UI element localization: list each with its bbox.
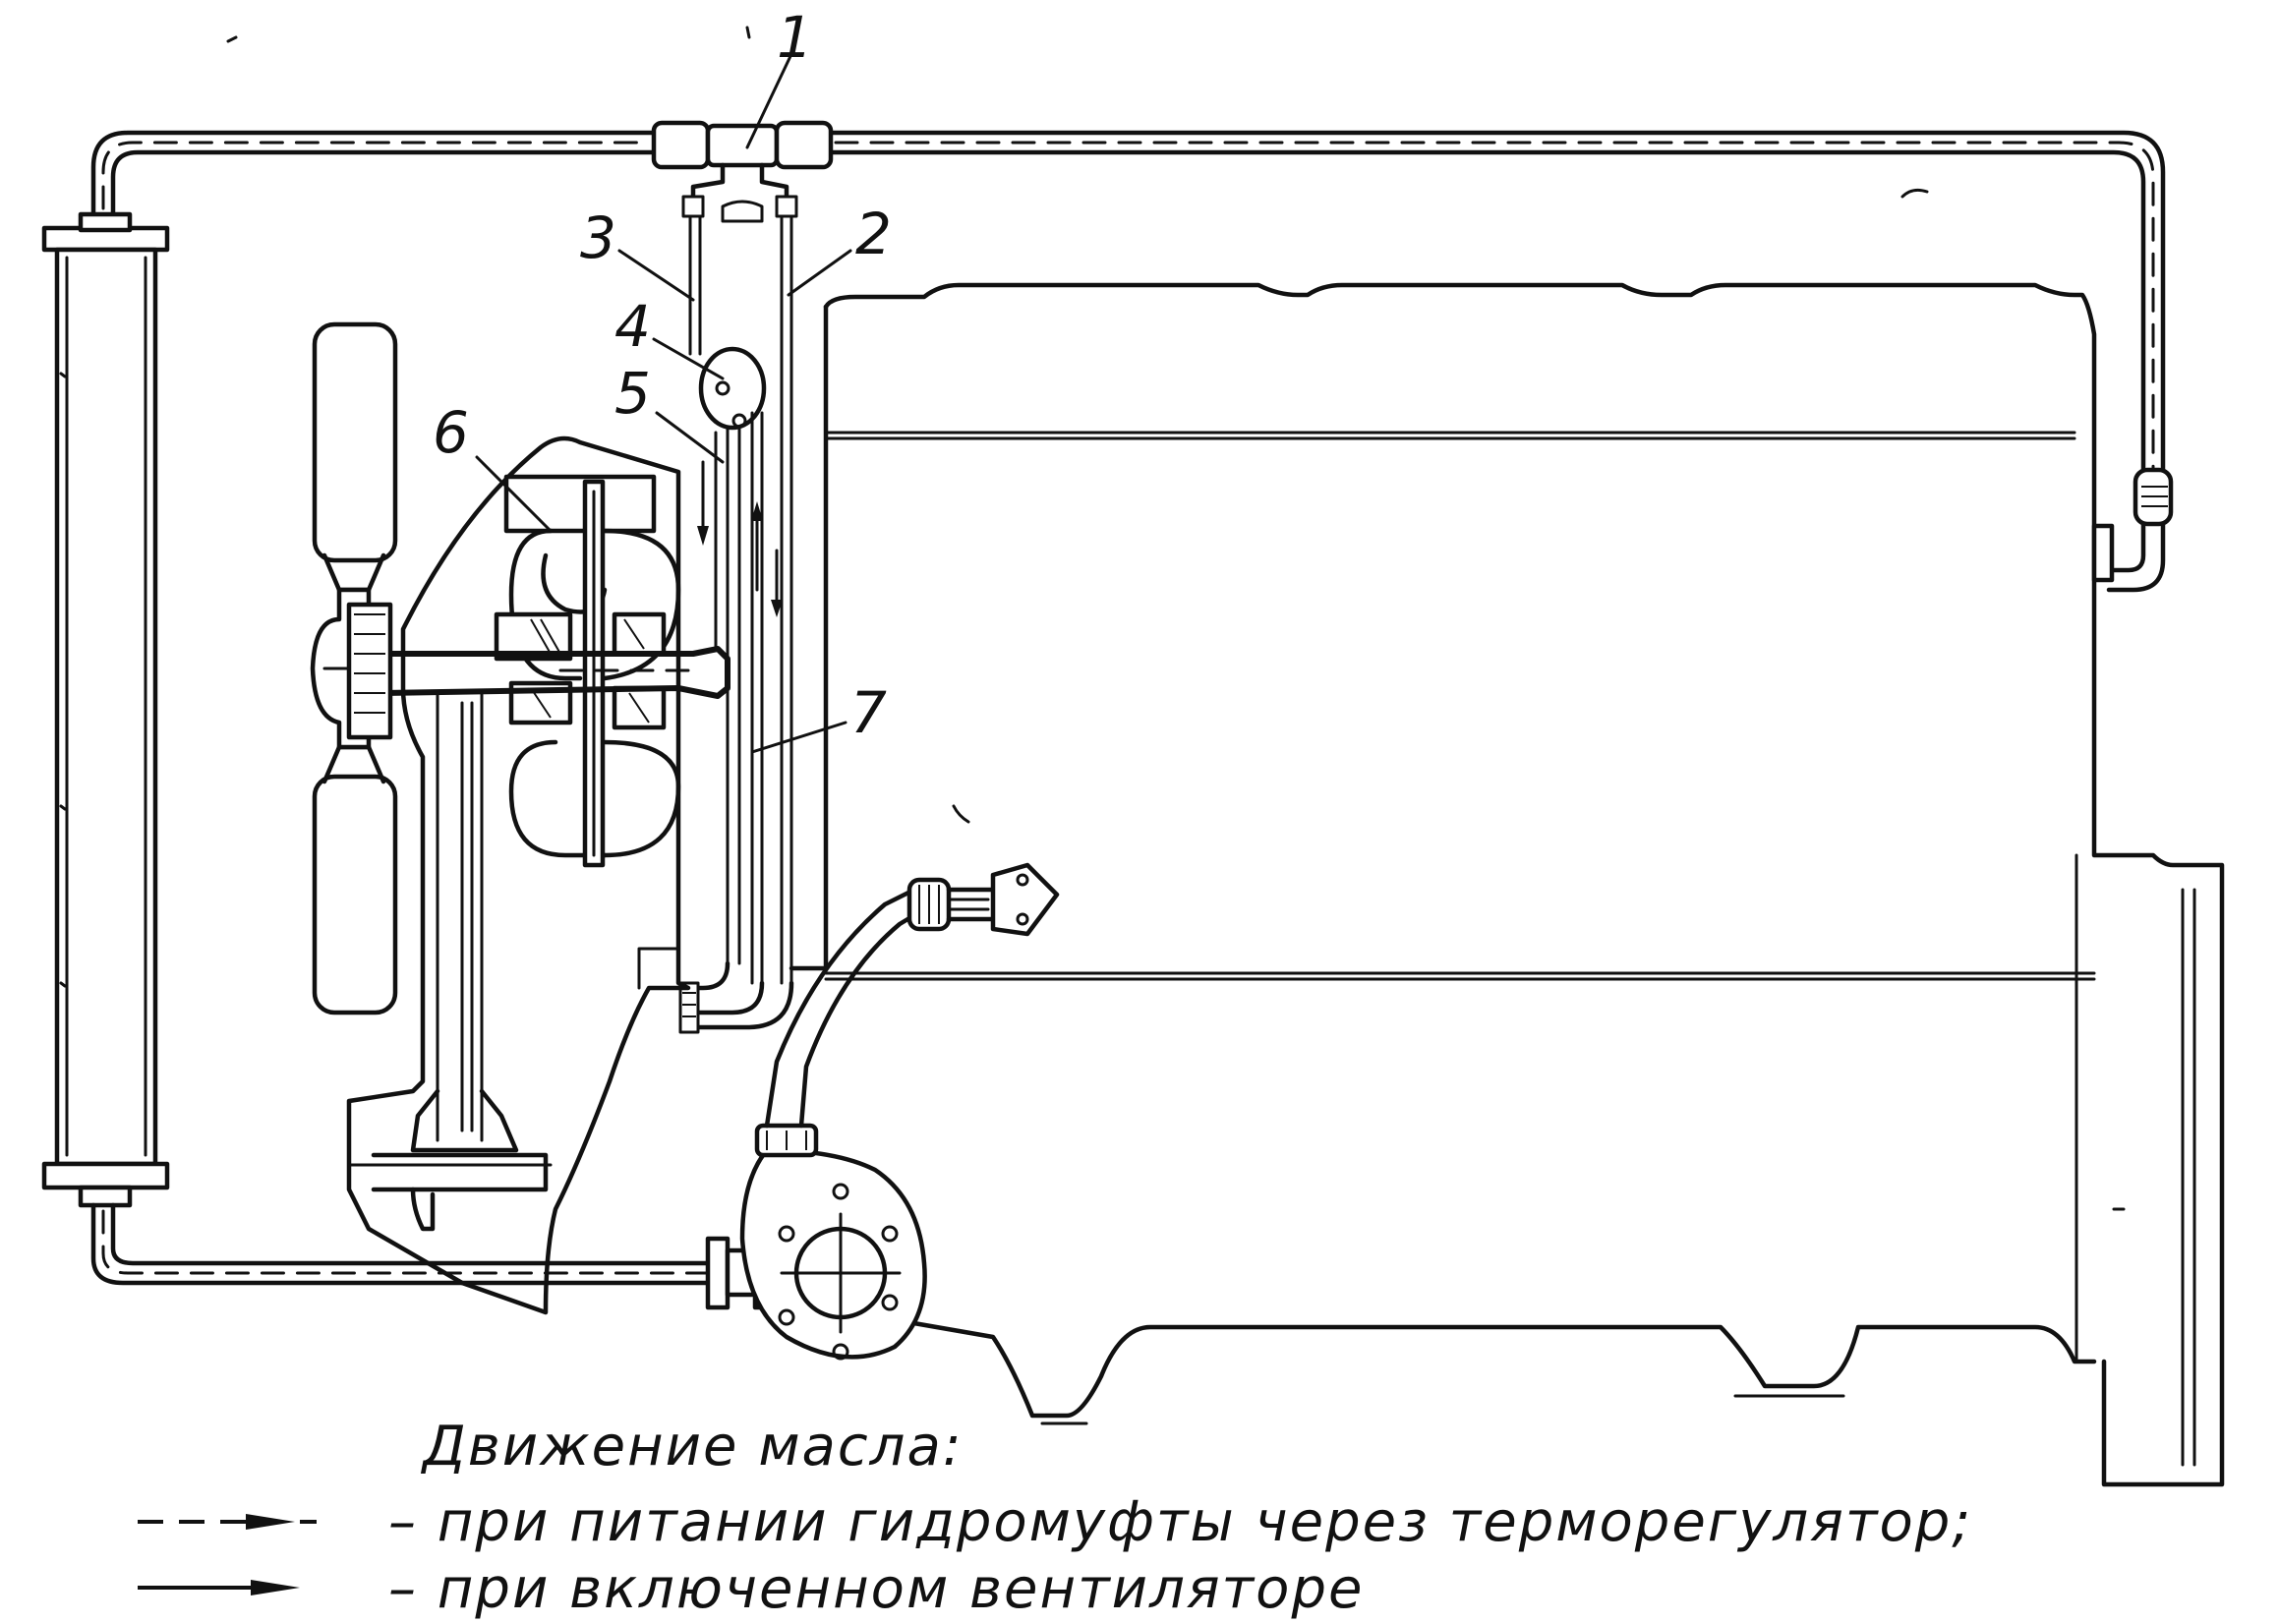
callout-3: 3 [580, 204, 616, 271]
legend-dashed-label: – при питании гидромуфты через терморегу… [388, 1490, 1972, 1554]
arrowhead-icon [246, 1514, 295, 1530]
flow-arrows [697, 460, 783, 617]
arrowhead-icon [697, 526, 709, 546]
arrowhead-icon [751, 501, 763, 521]
callout-1: 1 [777, 4, 813, 71]
oil-radiator-icon [41, 211, 170, 1208]
top-oil-line [90, 130, 2174, 593]
legend-title: Движение масла: [420, 1415, 964, 1479]
callout-2: 2 [855, 201, 892, 267]
scan-mark [226, 35, 238, 43]
arrowhead-icon [771, 600, 783, 617]
callout-6: 6 [433, 399, 469, 466]
legend: Движение масла: – при питании гидромуфты… [138, 1415, 1972, 1621]
oil-pump-icon [739, 862, 1060, 1361]
fluid-coupling-housing [346, 435, 730, 1315]
callout-4: 4 [614, 293, 651, 360]
legend-solid-label: – при включенном вентиляторе [388, 1557, 1364, 1621]
scan-mark [745, 26, 751, 39]
engine-block [789, 188, 2225, 1487]
fan-icon [310, 321, 398, 1015]
callout-5: 5 [614, 360, 651, 427]
arrowhead-icon [251, 1580, 300, 1595]
control-tubes [678, 214, 794, 1034]
callout-leaders [475, 52, 852, 754]
callout-7: 7 [850, 679, 887, 746]
thermoregulator-valve [651, 120, 834, 223]
legend-solid-sample [138, 1580, 300, 1595]
legend-dashed-sample [138, 1514, 317, 1530]
bottom-oil-line [90, 1202, 834, 1310]
